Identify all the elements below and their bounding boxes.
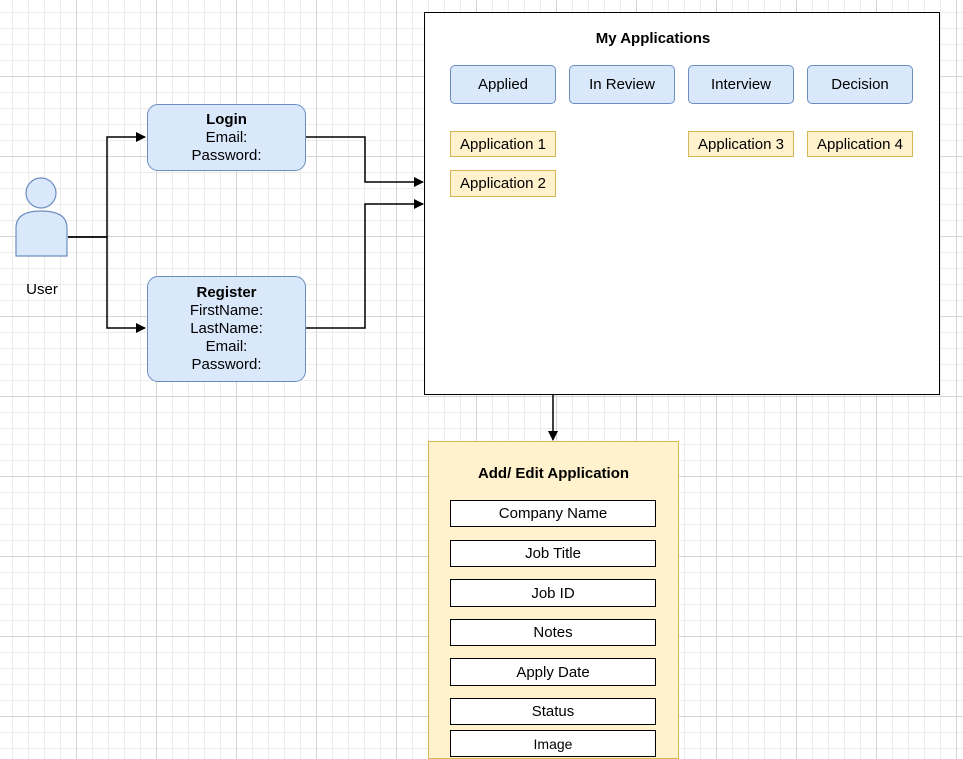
tab-decision[interactable]: Decision [807, 65, 913, 104]
login-password-label: Password: [191, 146, 262, 164]
register-lastname-label: LastName: [190, 320, 263, 337]
application-card-2[interactable]: Application 2 [450, 170, 556, 197]
job-id-field[interactable]: Job ID [450, 579, 656, 607]
register-box[interactable]: Register FirstName: LastName: Email: Pas… [147, 276, 306, 382]
image-field[interactable]: Image [450, 730, 656, 757]
status-field[interactable]: Status [450, 698, 656, 725]
application-card-4[interactable]: Application 4 [807, 131, 913, 157]
notes-field[interactable]: Notes [450, 619, 656, 646]
application-card-3[interactable]: Application 3 [688, 131, 794, 157]
register-password-label: Password: [191, 356, 262, 373]
user-to-register-arrow [68, 236, 146, 333]
tab-interview[interactable]: Interview [688, 65, 794, 104]
register-firstname-label: FirstName: [189, 302, 264, 319]
apply-date-field[interactable]: Apply Date [450, 658, 656, 686]
user-label: User [26, 281, 58, 298]
register-to-applications-arrow [306, 199, 424, 329]
add-edit-application-title: Add/ Edit Application [477, 465, 630, 482]
user-icon [15, 177, 68, 257]
login-box[interactable]: Login Email: Password: [147, 104, 306, 171]
login-title: Login [206, 110, 247, 128]
tab-in-review[interactable]: In Review [569, 65, 675, 104]
register-email-label: Email: [205, 338, 248, 355]
login-email-label: Email: [205, 128, 248, 146]
application-card-1[interactable]: Application 1 [450, 131, 556, 157]
register-title: Register [196, 284, 257, 301]
company-name-field[interactable]: Company Name [450, 500, 656, 527]
login-to-applications-arrow [306, 136, 424, 187]
user-to-login-arrow [68, 132, 146, 238]
my-applications-title: My Applications [595, 30, 711, 47]
tab-applied[interactable]: Applied [450, 65, 556, 104]
job-title-field[interactable]: Job Title [450, 540, 656, 567]
